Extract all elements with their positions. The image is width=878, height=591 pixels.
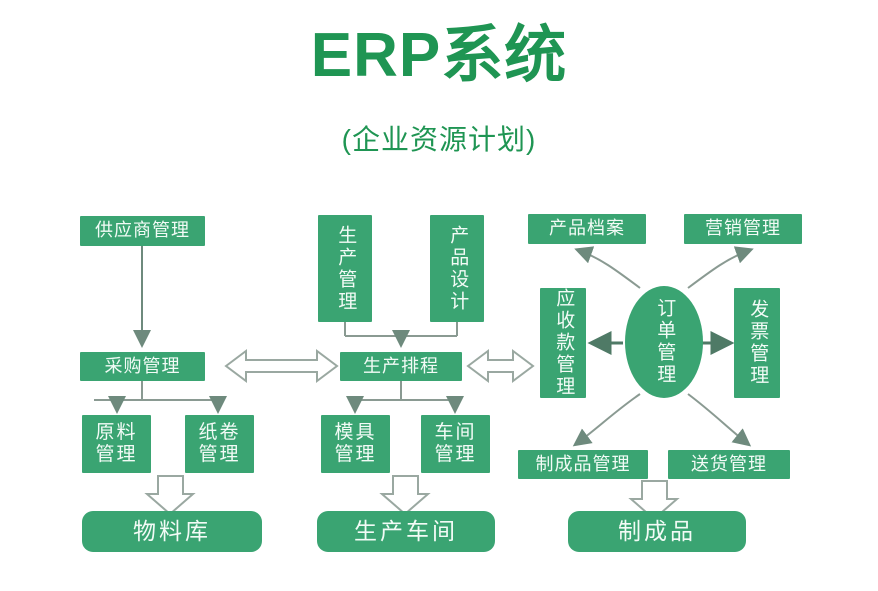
node-marketing-management[interactable]: 营销管理 xyxy=(684,214,802,244)
node-invoice-management[interactable]: 发票管理 xyxy=(734,288,780,398)
connector-order-to-product-archive xyxy=(574,246,641,289)
connector-order-to-delivery xyxy=(687,393,752,447)
node-product-archive[interactable]: 产品档案 xyxy=(528,214,646,244)
connector-production-merge xyxy=(344,322,458,348)
node-paper-roll-management[interactable]: 纸卷 管理 xyxy=(185,415,254,473)
node-production-management[interactable]: 生产管理 xyxy=(318,215,372,322)
node-mold-management[interactable]: 模具 管理 xyxy=(321,415,390,473)
node-finished-goods-management[interactable]: 制成品管理 xyxy=(518,450,648,479)
node-material-warehouse[interactable]: 物料库 xyxy=(82,511,262,552)
node-workshop-management[interactable]: 车间 管理 xyxy=(421,415,490,473)
connector-molds-to-workshop xyxy=(379,475,431,516)
connector-order-to-marketing xyxy=(687,246,754,289)
node-finished-goods[interactable]: 制成品 xyxy=(568,511,746,552)
node-delivery-management[interactable]: 送货管理 xyxy=(668,450,790,479)
node-production-workshop[interactable]: 生产车间 xyxy=(317,511,495,552)
node-receivables-management[interactable]: 应收款管理 xyxy=(540,288,586,398)
node-production-scheduling[interactable]: 生产排程 xyxy=(340,352,462,381)
node-product-design[interactable]: 产品设计 xyxy=(430,215,484,322)
node-raw-material-management[interactable]: 原料 管理 xyxy=(82,415,151,473)
connector-order-to-finished-goods-mgmt xyxy=(572,393,641,447)
node-purchase-management[interactable]: 采购管理 xyxy=(80,352,205,381)
node-supplier-management[interactable]: 供应商管理 xyxy=(80,216,205,246)
connector-scheduling-to-receivables xyxy=(466,349,535,383)
connector-materials-to-warehouse xyxy=(144,475,196,516)
connector-purchase-fork xyxy=(94,381,227,414)
node-order-management[interactable]: 订单管理 xyxy=(625,286,703,398)
page-title: ERP系统 xyxy=(310,21,568,90)
page-subtitle: (企业资源计划) xyxy=(341,124,537,155)
connector-scheduling-fork xyxy=(346,381,464,414)
connector-purchase-to-scheduling xyxy=(224,349,339,383)
